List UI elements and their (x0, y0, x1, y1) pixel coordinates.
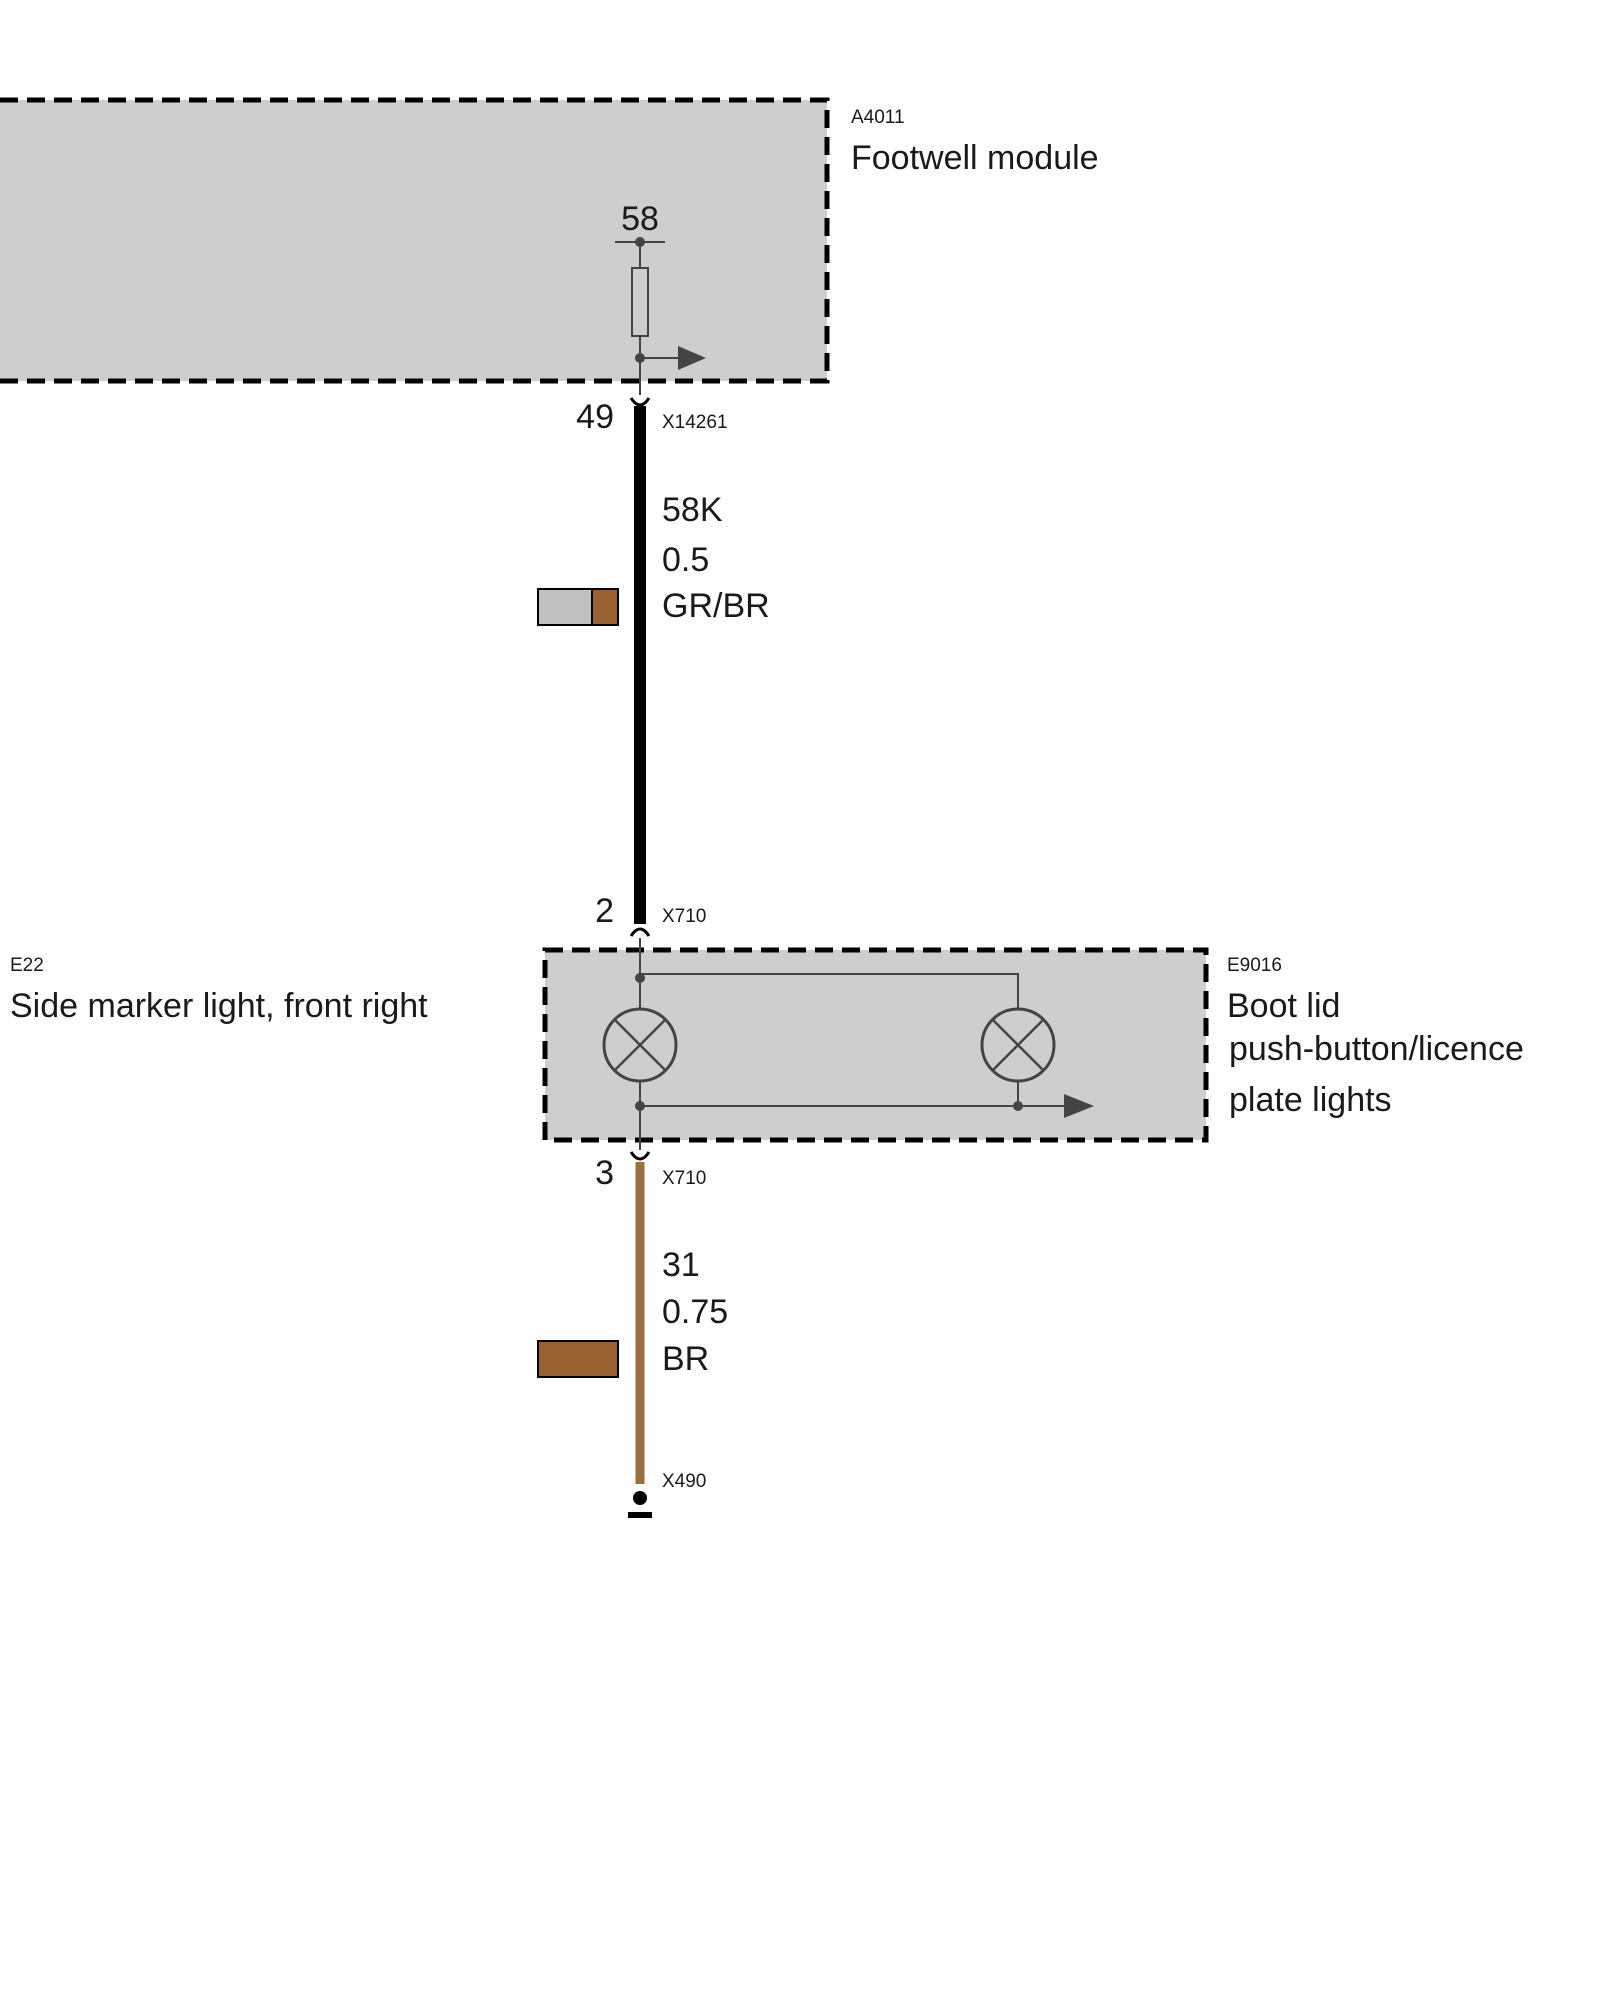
footwell-module[interactable]: A4011 Footwell module 58 (0, 97, 1099, 395)
footwell-module-box (0, 97, 830, 384)
ground-icon (628, 1512, 652, 1518)
wire-color-swatch (537, 1340, 619, 1378)
side-marker-light[interactable]: E22 Side marker light, front right (10, 955, 428, 1025)
boot-lid-name-line2: push-button/licence (1229, 1030, 1524, 1068)
ground-code: X490 (662, 1471, 706, 1492)
boot-lid-module[interactable]: E9016 Boot lid push-button/licence plate… (542, 938, 1524, 1150)
arrow-right-icon (678, 346, 706, 370)
boot-lid-name-line3: plate lights (1229, 1081, 1392, 1119)
connector-pin: 3 (595, 1154, 614, 1192)
connector-code: X710 (662, 906, 706, 927)
footwell-pin-label: 58 (621, 200, 659, 238)
wire-58k[interactable]: 58K 0.5 GR/BR (537, 406, 770, 924)
connector-x710-pin3[interactable]: 3 X710 (595, 1151, 706, 1192)
ground-x490[interactable]: X490 (628, 1471, 706, 1518)
wire-gauge: 0.75 (662, 1293, 728, 1331)
wire-signal: 58K (662, 491, 723, 529)
wire-color-code: BR (662, 1340, 709, 1378)
wire-gauge: 0.5 (662, 541, 709, 579)
wire-signal: 31 (662, 1246, 700, 1284)
arrow-right-icon (1064, 1094, 1094, 1118)
resistor-icon (631, 267, 649, 337)
connector-icon (629, 1151, 651, 1161)
wire-color-swatch (537, 588, 619, 626)
connector-pin: 2 (595, 892, 614, 930)
lamp-icon (602, 1007, 678, 1083)
wire-31[interactable]: 31 0.75 BR (537, 1162, 728, 1484)
connector-code: X710 (662, 1168, 706, 1189)
connector-icon (629, 927, 651, 937)
connector-x14261[interactable]: 49 X14261 (576, 397, 728, 436)
connector-icon (629, 397, 651, 407)
footwell-module-code: A4011 (851, 107, 905, 128)
lamp-icon (980, 1007, 1056, 1083)
boot-lid-code: E9016 (1227, 955, 1282, 976)
boot-lid-name-line1: Boot lid (1227, 987, 1340, 1025)
side-marker-code: E22 (10, 955, 44, 976)
connector-code: X14261 (662, 412, 728, 433)
connector-x710-pin2[interactable]: 2 X710 (595, 892, 706, 937)
footwell-module-name: Footwell module (851, 139, 1099, 177)
wire-color-code: GR/BR (662, 587, 770, 625)
internal-wire (640, 973, 1019, 1010)
side-marker-name: Side marker light, front right (10, 987, 428, 1025)
ground-node (633, 1491, 647, 1505)
internal-node (635, 973, 645, 983)
connector-pin: 49 (576, 398, 614, 436)
